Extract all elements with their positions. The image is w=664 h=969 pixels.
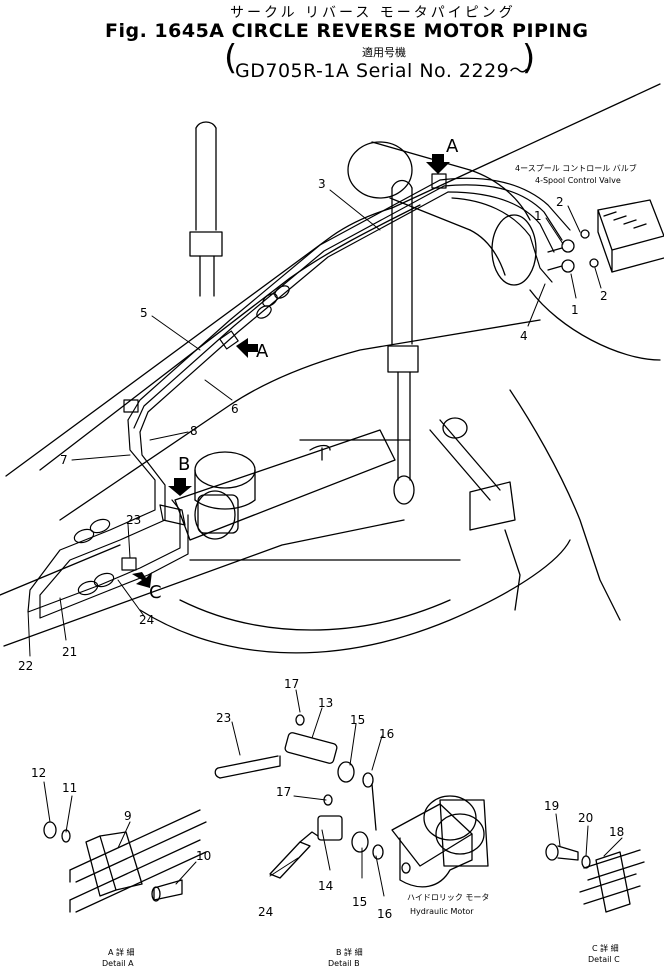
part-number-5: 5 xyxy=(140,306,148,320)
part-number-19: 19 xyxy=(544,799,559,813)
part-number-2: 2 xyxy=(556,195,564,209)
part-number-17: 17 xyxy=(276,785,291,799)
detail-a-drawing xyxy=(43,809,207,913)
part-number-21: 21 xyxy=(62,645,77,659)
callout-labels: 4ースプール コントロール バルブ 4-Spool Control Valve … xyxy=(407,163,637,916)
part-number-8: 8 xyxy=(190,424,198,438)
view-marker-a-top: A xyxy=(446,136,459,157)
detail-c-caption-japanese: C 詳 細 xyxy=(592,943,619,953)
detail-a-caption-japanese: A 詳 細 xyxy=(108,947,135,957)
left-paren-glyph: ( xyxy=(224,38,238,78)
part-number-15: 15 xyxy=(350,713,365,727)
detail-captions: A 詳 細 Detail A B 詳 細 Detail B C 詳 細 Deta… xyxy=(102,943,620,968)
part-number-24: 24 xyxy=(258,905,273,919)
part-number-22: 22 xyxy=(18,659,33,673)
valve-label-japanese: 4ースプール コントロール バルブ xyxy=(515,163,637,173)
view-arrows xyxy=(132,154,450,588)
part-number-9: 9 xyxy=(124,809,132,823)
motor-label-english: Hydraulic Motor xyxy=(410,907,474,916)
detail-c-drawing xyxy=(545,843,645,913)
part-number-2: 2 xyxy=(600,289,608,303)
control-valve-drawing xyxy=(547,199,664,273)
detail-a-caption: Detail A xyxy=(102,959,134,968)
part-number-4: 4 xyxy=(520,329,528,343)
part-number-labels: 1 1 2 2 3 4 5 6 7 8 9 10 11 12 13 14 15 … xyxy=(18,177,624,921)
valve-label-english: 4-Spool Control Valve xyxy=(535,176,621,185)
part-number-1: 1 xyxy=(534,209,542,223)
motor-label-japanese: ハイドロリック モータ xyxy=(407,893,489,902)
part-number-11: 11 xyxy=(62,781,77,795)
detail-b-caption: Detail B xyxy=(328,959,360,968)
applicable-label-japanese: 適用号機 xyxy=(362,46,406,59)
part-number-3: 3 xyxy=(318,177,326,191)
title-japanese: サークル リバース モータパイピング xyxy=(230,5,516,21)
view-marker-a-middle: A xyxy=(256,341,269,362)
part-number-6: 6 xyxy=(231,402,239,416)
part-number-18: 18 xyxy=(609,825,624,839)
part-number-24: 24 xyxy=(139,613,154,627)
part-number-1: 1 xyxy=(571,303,579,317)
machine-frame-drawing xyxy=(0,83,661,654)
part-number-20: 20 xyxy=(578,811,593,825)
part-number-23: 23 xyxy=(216,711,231,725)
part-number-12: 12 xyxy=(31,766,46,780)
leader-lines xyxy=(27,189,623,897)
detail-b-drawing xyxy=(214,714,489,888)
detail-c-caption: Detail C xyxy=(588,955,620,964)
view-marker-c: C xyxy=(149,582,162,603)
serial-range: GD705R-1A Serial No. 2229～ xyxy=(235,60,529,82)
hydraulic-piping-drawing xyxy=(27,173,571,619)
part-number-15: 15 xyxy=(352,895,367,909)
part-number-7: 7 xyxy=(60,453,68,467)
part-number-16: 16 xyxy=(379,727,394,741)
figure-title: Fig. 1645A CIRCLE REVERSE MOTOR PIPING xyxy=(105,20,589,42)
view-marker-labels: A A B C xyxy=(149,136,459,603)
detail-b-caption-japanese: B 詳 細 xyxy=(336,947,363,957)
view-marker-b: B xyxy=(178,454,190,475)
part-number-10: 10 xyxy=(196,849,211,863)
part-number-13: 13 xyxy=(318,696,333,710)
part-number-14: 14 xyxy=(318,879,333,893)
part-number-16: 16 xyxy=(377,907,392,921)
right-paren-glyph: ) xyxy=(522,38,536,78)
part-number-23: 23 xyxy=(126,513,141,527)
part-number-17: 17 xyxy=(284,677,299,691)
